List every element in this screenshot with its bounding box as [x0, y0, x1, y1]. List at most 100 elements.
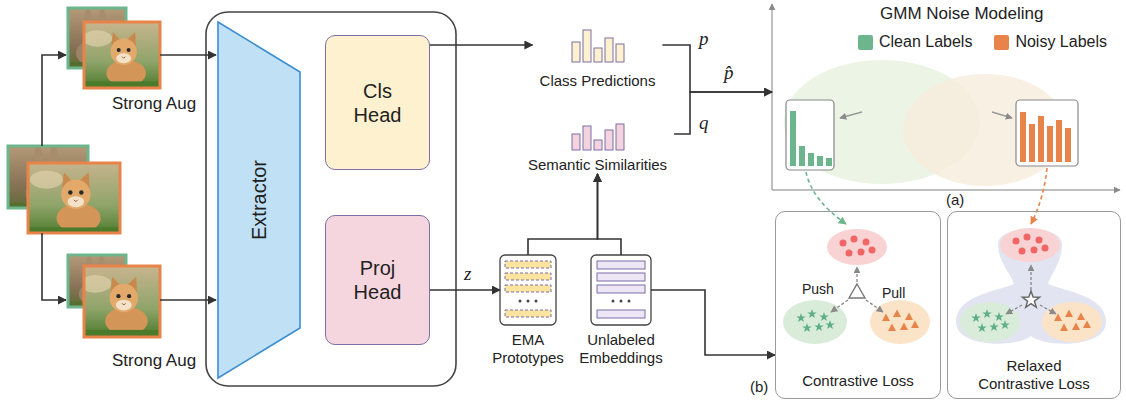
dot: [1031, 247, 1038, 254]
star: [814, 322, 824, 331]
stack-frame: [591, 255, 651, 325]
input-image-pair: [8, 145, 120, 235]
prototype-row: [505, 273, 551, 280]
node-label: EMA Prototypes: [480, 331, 576, 367]
flow-arrow: [598, 174, 622, 255]
triangle: [1083, 321, 1091, 329]
edge-label: q: [697, 112, 711, 134]
assign-arrow: [840, 112, 862, 118]
dot: [1013, 238, 1020, 245]
noisy-cluster: [870, 300, 930, 344]
free-label: p̂: [722, 62, 736, 84]
anchor-triangle: [849, 284, 865, 298]
legend-item: Noisy Labels: [994, 32, 1107, 52]
clean-cluster: [783, 300, 847, 344]
star: [825, 320, 835, 329]
node-label: Cls Head: [343, 79, 413, 127]
star: [819, 312, 829, 321]
clean-route-arrow: [806, 172, 846, 224]
bar: [616, 44, 624, 62]
triangle: [1077, 313, 1085, 321]
trapezoid-shape: [218, 22, 300, 378]
dots: [1013, 234, 1049, 255]
embedding-row: [597, 261, 645, 269]
ellipsis-dot: [620, 300, 623, 303]
cat-photo: [81, 22, 164, 88]
edge-label: z: [462, 263, 473, 285]
node-label: Unlabeled Embeddings: [571, 331, 671, 367]
gmm-plot: GMM Noise Modeling: [772, 0, 1122, 190]
model-container: [206, 12, 456, 386]
y-axis: [771, 4, 773, 190]
bar: [1056, 120, 1062, 162]
cat-photo: [78, 266, 167, 337]
star: [982, 309, 992, 318]
bar: [1020, 112, 1026, 162]
legend: Clean LabelsNoisy Labels: [858, 32, 1107, 52]
clean-cluster: [960, 302, 1020, 342]
bar: [1029, 124, 1035, 162]
flow-arrow: [674, 92, 772, 134]
star: [971, 313, 981, 322]
prototype-stack: [500, 255, 556, 325]
dot: [869, 247, 876, 254]
dot: [846, 250, 853, 257]
relaxed-arrow: [1040, 305, 1056, 314]
dot: [1024, 234, 1031, 241]
triangle: [1065, 310, 1073, 318]
prediction-icon: Class Predictions: [533, 20, 663, 90]
bar: [790, 111, 796, 166]
flow-arrow: [662, 45, 772, 92]
legend-swatch: [858, 35, 873, 50]
star: [807, 309, 817, 318]
node-label: Strong Aug: [112, 94, 196, 114]
relaxed-arrow: [1030, 265, 1031, 290]
embedding-stack: [591, 255, 651, 325]
noisy-border: [84, 266, 160, 337]
stars: [971, 309, 1010, 332]
node-label: Contrastive Loss: [776, 372, 940, 390]
node-label: Relaxed Contrastive Loss: [970, 357, 1098, 393]
push-arrow: [856, 267, 857, 282]
flow-arrow: [430, 289, 500, 291]
bar: [583, 30, 591, 62]
stars: [796, 309, 835, 332]
legend-swatch: [994, 35, 1009, 50]
free-label: (b): [748, 378, 770, 396]
bar: [1065, 128, 1071, 162]
noisy-route-arrow: [1031, 168, 1047, 224]
node-label: Extractor: [247, 160, 271, 240]
bar: [616, 124, 624, 150]
node-label: Semantic Similarities: [528, 156, 667, 174]
noisy-border: [84, 22, 160, 88]
bar: [594, 140, 602, 150]
node-label: Strong Aug: [112, 351, 196, 371]
bar: [808, 153, 814, 166]
embedding-stack: Unlabeled Embeddings: [591, 255, 651, 325]
aug-arrow: [42, 233, 66, 300]
node-label: GMM Noise Modeling: [880, 4, 1043, 24]
flow-arrow: [160, 54, 216, 56]
prototype-row: [505, 310, 551, 317]
dot: [858, 249, 865, 256]
pull-arrow: [866, 300, 883, 312]
relaxed-art: [956, 228, 1106, 344]
bar: [583, 126, 591, 150]
triangles: [1054, 310, 1091, 332]
flow-arrow: [528, 174, 598, 255]
star: [802, 323, 812, 332]
flow-arrow: [160, 299, 216, 301]
star: [796, 313, 806, 322]
node-label: Class Predictions: [540, 72, 656, 90]
triangle: [893, 310, 901, 318]
ellipsis-dot: [519, 300, 522, 303]
bar: [1038, 116, 1044, 162]
ellipsis-dot: [527, 300, 530, 303]
triangle: [1060, 324, 1068, 332]
noisy-distribution: [903, 74, 1067, 186]
star: [977, 323, 987, 332]
prototype-cluster: [827, 229, 887, 265]
flow-arrow: [651, 290, 775, 355]
head-box: Proj Head: [325, 215, 430, 345]
